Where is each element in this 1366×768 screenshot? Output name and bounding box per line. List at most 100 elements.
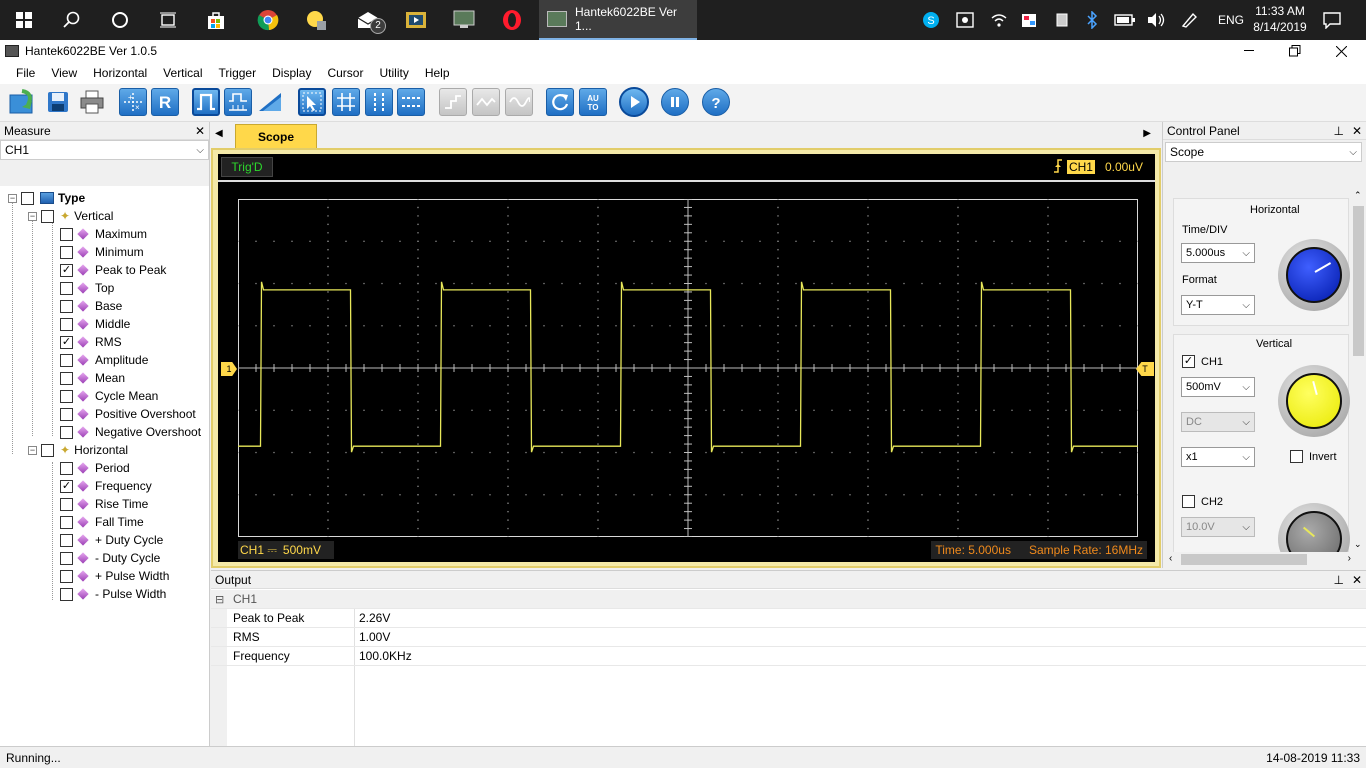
volume-icon[interactable] [1146, 0, 1166, 40]
notifications-icon[interactable] [1322, 0, 1342, 40]
timediv-select[interactable]: 5.000us⌵ [1181, 243, 1255, 263]
output-channel-row[interactable]: ⊟ CH1 [211, 590, 1366, 609]
measure-item-checkbox[interactable]: ✓ [60, 479, 73, 493]
measure-item-checkbox[interactable] [60, 587, 73, 601]
opera-icon[interactable] [496, 4, 528, 36]
bluetooth-icon[interactable] [1086, 0, 1098, 40]
menu-vertical[interactable]: Vertical [163, 66, 203, 80]
menu-cursor[interactable]: Cursor [327, 66, 364, 80]
refresh-icon[interactable] [546, 88, 574, 116]
ch1-volt-select[interactable]: 500mV⌵ [1181, 377, 1255, 397]
measure-channel-select[interactable]: CH1 ⌵ [0, 140, 209, 160]
scroll-left-icon[interactable]: ‹ [1169, 553, 1173, 564]
pen-icon[interactable] [1180, 0, 1198, 40]
timebase-knob[interactable] [1278, 239, 1350, 311]
skype-icon[interactable]: S [922, 0, 940, 40]
measure-item-checkbox[interactable] [60, 515, 73, 529]
collapse-icon[interactable]: − [28, 444, 37, 455]
measure-item[interactable]: Base [60, 297, 122, 315]
search-icon[interactable] [56, 4, 88, 36]
coupling-select[interactable]: DC⌵ [1181, 412, 1255, 432]
triangle-wave-icon[interactable] [472, 88, 500, 116]
measure-item[interactable]: Amplitude [60, 351, 148, 369]
security-shield-icon[interactable] [1020, 0, 1038, 40]
language-indicator[interactable]: ENG [1218, 13, 1245, 27]
measure-item-checkbox[interactable] [60, 371, 73, 385]
help-icon[interactable]: ? [702, 88, 730, 116]
ch1-level-marker[interactable]: 1 [221, 362, 237, 376]
battery-icon[interactable] [1114, 0, 1136, 40]
ch2-volt-knob[interactable] [1278, 503, 1350, 552]
open-icon[interactable] [8, 88, 36, 116]
control-mode-select[interactable]: Scope ⌵ [1165, 142, 1362, 162]
tree-group-horizontal[interactable]: − ✦ Horizontal [28, 441, 128, 459]
sine-wave-icon[interactable] [505, 88, 533, 116]
measure-item[interactable]: ✓Frequency [60, 477, 152, 495]
measure-item-checkbox[interactable] [60, 533, 73, 547]
vertical-cursor-icon[interactable] [365, 88, 393, 116]
horizontal-scrollbar[interactable]: ‹ › [1163, 552, 1351, 567]
wifi-icon[interactable] [990, 0, 1008, 40]
pin-icon[interactable]: ⊥ [1333, 572, 1344, 587]
scroll-right-icon[interactable]: › [1347, 553, 1351, 564]
measure-item-checkbox[interactable] [60, 281, 73, 295]
print-icon[interactable] [78, 88, 106, 116]
measure-item[interactable]: Minimum [60, 243, 144, 261]
menu-trigger[interactable]: Trigger [218, 66, 257, 80]
collapse-icon[interactable]: − [28, 210, 37, 221]
measure-item-checkbox[interactable] [60, 317, 73, 331]
measure-item-checkbox[interactable] [60, 299, 73, 313]
cortana-icon[interactable] [104, 4, 136, 36]
scrollbar-thumb[interactable] [1353, 206, 1364, 356]
select-cursor-icon[interactable] [298, 88, 326, 116]
horizontal-cursor-icon[interactable] [397, 88, 425, 116]
ch1-checkbox[interactable]: ✓ [1182, 355, 1195, 368]
vertical-scrollbar[interactable]: ⌃ ⌄ [1351, 188, 1366, 552]
menu-view[interactable]: View [51, 66, 78, 80]
measure-item[interactable]: Positive Overshoot [60, 405, 196, 423]
pin-icon[interactable]: ⊥ [1333, 123, 1344, 138]
menu-file[interactable]: File [16, 66, 36, 80]
reference-icon[interactable]: R [151, 88, 179, 116]
measure-item-checkbox[interactable]: ✓ [60, 335, 73, 349]
ch1-enable[interactable]: ✓ CH1 [1182, 355, 1223, 368]
scroll-up-icon[interactable]: ⌃ [1354, 190, 1362, 200]
measure-item-checkbox[interactable] [60, 407, 73, 421]
measure-item[interactable]: Cycle Mean [60, 387, 158, 405]
horizontal-group-checkbox[interactable] [41, 443, 54, 457]
measure-panel-close-icon[interactable]: ✕ [194, 123, 205, 138]
measure-item[interactable]: ✓RMS [60, 333, 122, 351]
measure-item-checkbox[interactable] [60, 227, 73, 241]
run-play-icon[interactable] [619, 87, 649, 117]
grid-icon[interactable] [332, 88, 360, 116]
measure-item-checkbox[interactable] [60, 425, 73, 439]
pause-icon[interactable] [661, 88, 689, 116]
windows-start-icon[interactable] [8, 4, 40, 36]
measure-item-checkbox[interactable] [60, 551, 73, 565]
device-icon[interactable] [1054, 0, 1070, 40]
taskbar-clock[interactable]: 11:33 AM 8/14/2019 [1248, 3, 1312, 35]
measure-item-checkbox[interactable] [60, 461, 73, 475]
measure-item[interactable]: Negative Overshoot [60, 423, 201, 441]
vertical-group-checkbox[interactable] [41, 209, 54, 223]
output-panel-close-icon[interactable]: ✕ [1351, 572, 1362, 587]
format-select[interactable]: Y-T⌵ [1181, 295, 1255, 315]
chrome-icon[interactable] [252, 4, 284, 36]
measure-item[interactable]: Top [60, 279, 114, 297]
control-panel-close-icon[interactable]: ✕ [1351, 123, 1362, 138]
measure-item-checkbox[interactable] [60, 497, 73, 511]
type-checkbox[interactable] [21, 191, 34, 205]
measure-item-checkbox[interactable] [60, 389, 73, 403]
probe-select[interactable]: x1⌵ [1181, 447, 1255, 467]
maximize-button[interactable] [1272, 40, 1318, 62]
measure-item[interactable]: - Pulse Width [60, 585, 166, 603]
step-wave-icon[interactable] [439, 88, 467, 116]
waveform-plot[interactable] [238, 199, 1138, 537]
measure-item[interactable]: Period [60, 459, 130, 477]
invert-toggle[interactable]: Invert [1290, 450, 1337, 463]
minimize-button[interactable] [1226, 40, 1272, 62]
task-view-icon[interactable] [152, 4, 184, 36]
tab-scroll-right-icon[interactable]: ▶ [1143, 128, 1151, 139]
